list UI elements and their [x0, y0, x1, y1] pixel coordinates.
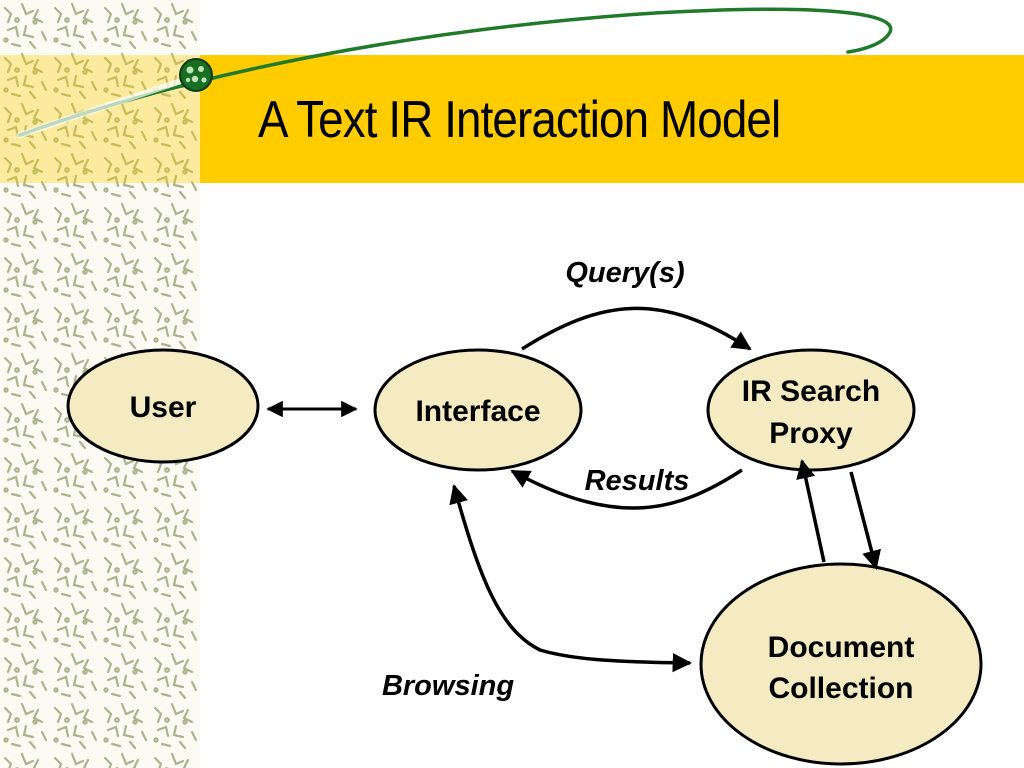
proxy-to-collection-arrow: [849, 471, 881, 570]
document-collection-label-line1: Document: [768, 631, 915, 664]
ir-search-proxy-label-line1: IR Search: [742, 375, 880, 408]
ir-search-proxy-label-line2: Proxy: [769, 417, 853, 450]
query-arrow: [521, 306, 752, 351]
document-collection-node[interactable]: Document Collection: [699, 562, 983, 766]
user-node-label: User: [130, 391, 197, 424]
ir-search-proxy-node[interactable]: IR Search Proxy: [706, 348, 916, 472]
slide-title: A Text IR Interaction Model: [258, 91, 781, 149]
collection-to-proxy-arrow: [796, 459, 826, 563]
browsing-label: Browsing: [382, 670, 514, 702]
query-label: Query(s): [565, 257, 684, 289]
interface-node[interactable]: Interface: [373, 348, 583, 472]
interface-node-label: Interface: [415, 395, 540, 428]
user-node[interactable]: User: [66, 348, 260, 464]
browsing-arrow: [449, 484, 692, 673]
results-label: Results: [585, 465, 690, 497]
document-collection-label-line2: Collection: [768, 672, 913, 705]
